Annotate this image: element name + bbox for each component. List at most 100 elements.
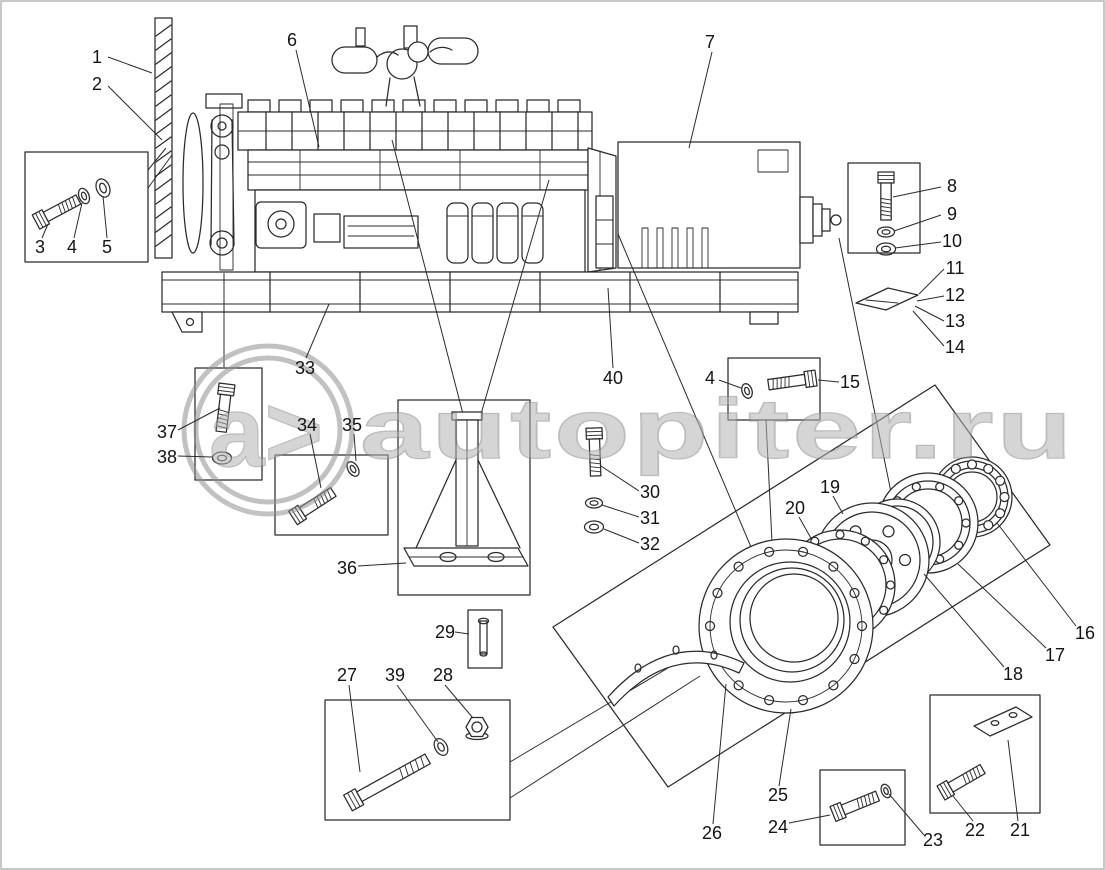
callout-label-22: 22 — [965, 820, 985, 840]
callout-label-23: 23 — [923, 830, 943, 850]
callout-leader-4 — [718, 379, 742, 389]
shim-plate-11-14 — [855, 287, 919, 311]
ring-assembly — [552, 384, 1051, 788]
callout-leader-12 — [916, 295, 945, 302]
callout-leader-4 — [73, 202, 83, 239]
callout-leader-32 — [603, 528, 640, 544]
turbocharger — [331, 25, 479, 107]
callout-leader-22 — [952, 795, 974, 822]
callout-label-40: 40 — [603, 368, 623, 388]
washer-38 — [211, 451, 233, 465]
assembly-outline-parallelogram — [552, 384, 1051, 788]
watermark-site-text: autopiter.ru — [360, 382, 1075, 476]
callout-leader-38 — [177, 455, 213, 458]
callout-leader-31 — [601, 504, 640, 518]
callout-label-14: 14 — [945, 337, 965, 357]
plate-21 — [973, 706, 1033, 737]
callout-leader-26 — [712, 683, 727, 825]
callout-label-26: 26 — [702, 823, 722, 843]
callout-label-31: 31 — [640, 508, 660, 528]
washer-9 — [876, 226, 896, 238]
callout-label-5: 5 — [102, 237, 112, 257]
callout-leader-6 — [295, 49, 320, 148]
callout-label-39: 39 — [385, 665, 405, 685]
detail-box-24-23 — [819, 769, 906, 846]
callout-label-38: 38 — [157, 447, 177, 467]
watermark-logo-ring-inner — [193, 355, 343, 505]
callout-leader-2 — [107, 85, 163, 141]
engine-block — [237, 99, 617, 273]
callout-leader-1 — [107, 56, 153, 74]
reference-lines — [147, 139, 893, 799]
callout-label-9: 9 — [947, 204, 957, 224]
callout-leader-13 — [914, 305, 945, 322]
callout-leader-20 — [798, 516, 813, 541]
fan-belt-pulleys — [182, 93, 243, 271]
callout-leader-25 — [778, 708, 792, 787]
washer-4 — [77, 187, 91, 205]
watermark-logo-text: a> — [209, 376, 323, 488]
callout-leader-5 — [102, 195, 108, 239]
bolt-3 — [31, 191, 83, 230]
pin-29 — [477, 617, 490, 657]
callout-leader-21 — [1007, 739, 1019, 822]
callout-label-10: 10 — [942, 231, 962, 251]
callout-label-4: 4 — [67, 237, 77, 257]
detail-box-3-4-5 — [24, 151, 149, 263]
detail-box-29 — [467, 609, 503, 669]
callout-label-13: 13 — [945, 311, 965, 331]
lock-washer-32 — [583, 520, 605, 534]
callout-label-1: 1 — [92, 47, 102, 67]
callout-label-2: 2 — [92, 74, 102, 94]
callout-leader-40 — [607, 287, 614, 369]
callout-label-28: 28 — [433, 665, 453, 685]
washer-35 — [346, 461, 360, 477]
callout-leader-15 — [817, 379, 840, 383]
rear-mount-bracket — [595, 195, 614, 269]
base-frame — [161, 271, 799, 333]
callout-leader-3 — [41, 223, 49, 239]
callout-label-19: 19 — [820, 477, 840, 497]
detail-box-4-15 — [727, 357, 821, 421]
detail-box-21-22 — [929, 694, 1041, 814]
callout-label-25: 25 — [768, 785, 788, 805]
callout-leader-11 — [918, 268, 945, 295]
washer-39 — [433, 737, 449, 757]
detail-box-34-35 — [274, 454, 389, 536]
watermark-logo-ring-outer — [181, 343, 355, 517]
washer-31 — [584, 497, 604, 509]
detail-box-36 — [397, 399, 531, 596]
callout-label-8: 8 — [947, 176, 957, 196]
callout-leader-14 — [912, 310, 945, 347]
callout-leader-30 — [600, 465, 640, 492]
callout-label-17: 17 — [1045, 645, 1065, 665]
callout-label-20: 20 — [785, 498, 805, 518]
callout-label-34: 34 — [297, 415, 317, 435]
bolt-34 — [288, 484, 339, 526]
lock-washer-10 — [875, 242, 897, 256]
callout-leader-19 — [832, 495, 844, 515]
callout-leader-9 — [893, 214, 942, 232]
callout-leader-7 — [688, 51, 713, 149]
callout-label-24: 24 — [768, 817, 788, 837]
callout-label-36: 36 — [337, 558, 357, 578]
bolt-8 — [877, 171, 895, 221]
callout-leader-8 — [892, 186, 942, 198]
callout-label-37: 37 — [157, 422, 177, 442]
bolt-24 — [829, 787, 882, 823]
callout-leader-37 — [177, 407, 221, 431]
generator-housing — [617, 141, 842, 269]
callout-leader-34 — [309, 433, 322, 489]
callout-leader-17 — [957, 563, 1047, 649]
mount-bracket-36 — [403, 411, 529, 567]
callout-leader-29 — [454, 631, 470, 635]
callout-leader-10 — [894, 241, 942, 249]
wear-strip-26 — [607, 645, 745, 707]
callout-leader-36 — [357, 562, 407, 567]
callout-label-4: 4 — [705, 368, 715, 388]
bolt-27 — [343, 753, 431, 812]
detail-box-8-9-10 — [847, 162, 921, 254]
callout-label-7: 7 — [705, 32, 715, 52]
